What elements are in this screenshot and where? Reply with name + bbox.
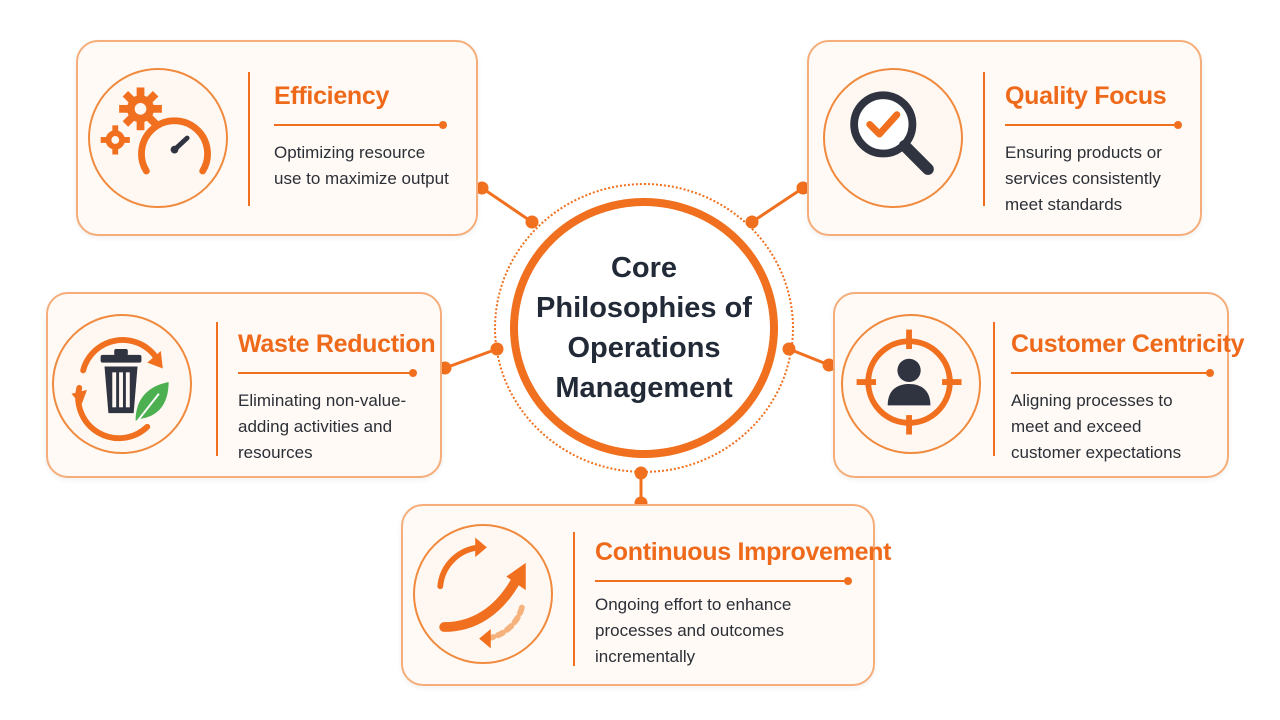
connector-quality [751, 186, 804, 224]
card-description: Optimizing resource use to maximize outp… [274, 140, 470, 192]
connector-efficiency [481, 186, 533, 224]
connector-dot [475, 181, 489, 195]
description-line: customer expectations [1011, 443, 1182, 462]
title-rule [1005, 121, 1182, 129]
description-line: services consistently [1005, 169, 1161, 188]
description-line: adding activities and [238, 417, 393, 436]
description-line: Ensuring products or [1005, 143, 1162, 162]
card-description: Ensuring products or services consistent… [1005, 140, 1195, 218]
trash-leaf-icon [52, 314, 192, 454]
card-waste-reduction: Waste Reduction Eliminating non-value- a… [46, 292, 442, 478]
card-customer-centricity: Customer Centricity Aligning processes t… [833, 292, 1245, 478]
center-title-line: Philosophies of [536, 292, 752, 324]
card-title: Waste Reduction [238, 330, 436, 358]
title-rule [274, 121, 447, 129]
center-title-line: Core [610, 252, 678, 284]
card-title: Efficiency [274, 82, 390, 110]
title-rule [238, 369, 417, 377]
card-divider [983, 72, 985, 206]
center-title-line: Operations [567, 332, 721, 364]
card-divider [248, 72, 250, 206]
title-rule [1011, 369, 1214, 377]
card-divider [216, 322, 218, 456]
description-line: Ongoing effort to enhance [595, 595, 792, 614]
title-rule [595, 577, 852, 585]
description-line: incrementally [595, 647, 696, 666]
center-hub: Core Philosophies of Operations Manageme… [510, 198, 778, 458]
card-quality-focus: Quality Focus Ensuring products or servi… [807, 40, 1202, 236]
card-efficiency: Efficiency Optimizing resource use to ma… [76, 40, 478, 236]
gears-speedometer-icon [88, 68, 228, 208]
description-line: use to maximize output [274, 169, 449, 188]
card-description: Aligning processes to meet and exceed cu… [1011, 388, 1221, 466]
description-line: Optimizing resource [274, 143, 426, 162]
description-line: Eliminating non-value- [238, 391, 407, 410]
connector-dot [525, 215, 539, 229]
description-line: meet and exceed [1011, 417, 1142, 436]
card-continuous-improvement: Continuous Improvement Ongoing effort to… [401, 504, 891, 686]
connector-customer [788, 347, 830, 367]
connector-waste [444, 347, 498, 370]
center-dotted-ring [494, 183, 794, 473]
description-line: resources [238, 443, 313, 462]
target-person-icon [841, 314, 981, 454]
description-line: meet standards [1005, 195, 1123, 214]
description-line: Aligning processes to [1011, 391, 1173, 410]
card-description: Eliminating non-value- adding activities… [238, 388, 438, 466]
center-title-line: Management [555, 372, 733, 404]
card-title: Customer Centricity [1011, 330, 1245, 358]
magnifier-check-icon [823, 68, 963, 208]
cycle-arrow-icon [413, 524, 553, 664]
description-line: processes and outcomes [595, 621, 784, 640]
card-title: Quality Focus [1005, 82, 1167, 110]
card-divider [993, 322, 995, 456]
card-title: Continuous Improvement [595, 538, 892, 566]
card-divider [573, 532, 575, 666]
card-description: Ongoing effort to enhance processes and … [595, 592, 855, 670]
center-title: Core Philosophies of Operations Manageme… [534, 248, 754, 408]
